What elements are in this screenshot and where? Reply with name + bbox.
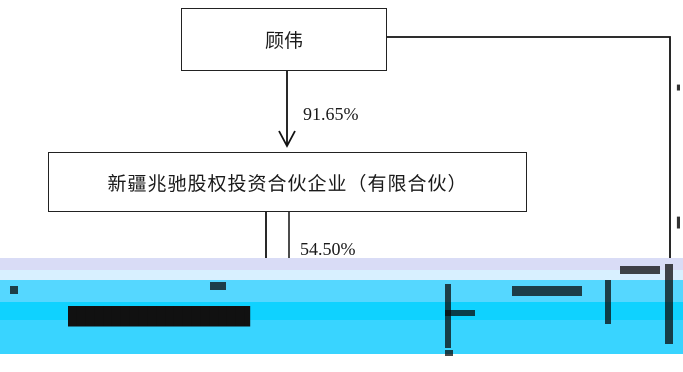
edge-artifact-mark: ▌ xyxy=(676,218,683,229)
node-person: 顾伟 xyxy=(181,8,387,71)
edge-artifact-mark: ▘ xyxy=(676,86,683,97)
garbled-text-artifact: ████████████████████▌ xyxy=(68,306,256,327)
edge-person-right-connector xyxy=(387,36,671,258)
corrupted-image-band xyxy=(0,258,683,372)
edge-label-ownership-1: 91.65% xyxy=(303,104,359,124)
node-partnership: 新疆兆驰股权投资合伙企业（有限合伙） xyxy=(48,152,527,212)
node-person-label: 顾伟 xyxy=(264,30,303,52)
edge-label-ownership-2: 54.50% xyxy=(300,239,356,259)
node-partnership-label: 新疆兆驰股权投资合伙企业（有限合伙） xyxy=(107,172,468,195)
